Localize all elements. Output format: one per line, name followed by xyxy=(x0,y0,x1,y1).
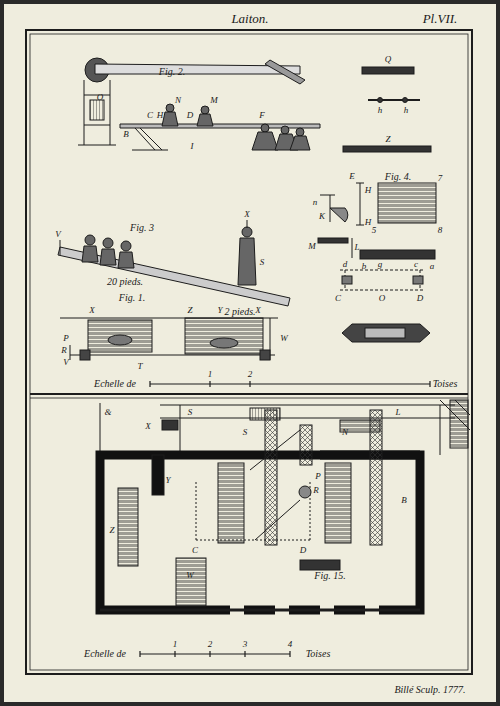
callout-letter: g xyxy=(378,260,383,269)
figure-label: Toises xyxy=(306,649,331,659)
callout-letter: O xyxy=(97,93,104,102)
callout-letter: N xyxy=(175,96,181,105)
callout-letter: R xyxy=(61,346,67,355)
callout-letter: H xyxy=(157,111,164,120)
callout-letter: X xyxy=(145,422,151,431)
callout-letter: T xyxy=(137,362,142,371)
callout-letter: S xyxy=(188,408,193,417)
callout-letter: Z xyxy=(385,135,390,144)
callout-letter: 5 xyxy=(372,226,377,235)
callout-letter: a xyxy=(430,262,435,271)
callout-letter: h xyxy=(404,106,409,115)
callout-letter: X xyxy=(244,210,250,219)
callout-letter: 3 xyxy=(243,640,248,649)
callout-letter: & xyxy=(104,408,111,417)
callout-letter: n xyxy=(313,198,318,207)
callout-letter: Y xyxy=(165,476,170,485)
callout-letter: 7 xyxy=(438,174,443,183)
callout-letter: Z xyxy=(187,306,192,315)
callout-letter: 2 xyxy=(248,370,253,379)
callout-letter: E xyxy=(349,172,355,181)
figure-label: Fig. 15. xyxy=(314,571,345,581)
callout-letter: B xyxy=(401,496,407,505)
callout-letter: 1 xyxy=(173,640,178,649)
figure-label: Billé Sculp. 1777. xyxy=(394,685,465,695)
callout-letter: B xyxy=(123,130,129,139)
callout-letter: D xyxy=(300,546,307,555)
figure-label: Fig. 3 xyxy=(130,223,154,233)
callout-letter: b xyxy=(362,262,367,271)
callout-letter: H xyxy=(365,186,372,195)
callout-letter: O xyxy=(379,294,386,303)
callout-letter: 2 xyxy=(208,640,213,649)
callout-letter: M xyxy=(210,96,218,105)
callout-letter: H xyxy=(365,218,372,227)
callout-letter: V xyxy=(63,358,69,367)
callout-letter: Y xyxy=(217,306,222,315)
callout-letter: W xyxy=(186,571,194,580)
figure-label: 20 pieds. xyxy=(107,277,143,287)
callout-letter: 8 xyxy=(438,226,443,235)
callout-letter: h xyxy=(378,106,383,115)
figure-label: Fig. 2. xyxy=(159,67,185,77)
callout-letter: S xyxy=(243,428,248,437)
figure-label: Fig. 4. xyxy=(385,172,411,182)
plate-title: Laiton. xyxy=(231,12,268,25)
callout-letter: X xyxy=(89,306,95,315)
figure-label: 2 pieds. xyxy=(224,307,255,317)
callout-letter: P xyxy=(315,472,321,481)
callout-letter: L xyxy=(354,243,359,252)
callout-letter: 1 xyxy=(208,370,213,379)
figure-label: Pl.VII. xyxy=(423,12,458,25)
figure-label: Toises xyxy=(433,379,458,389)
callout-letter: I xyxy=(191,142,194,151)
callout-letter: F xyxy=(259,111,265,120)
callout-letter: V xyxy=(55,230,61,239)
callout-letter: W xyxy=(280,334,288,343)
callout-letter: X xyxy=(255,306,261,315)
callout-letter: D xyxy=(417,294,424,303)
callout-letter: P xyxy=(63,334,69,343)
figure-label: Fig. 1. xyxy=(119,293,145,303)
callout-letter: Z xyxy=(109,526,114,535)
callout-letter: K xyxy=(319,212,325,221)
callout-letter: d xyxy=(343,260,348,269)
callout-letter: N xyxy=(342,428,348,437)
callout-letter: C xyxy=(335,294,341,303)
callout-letter: c xyxy=(414,260,418,269)
callout-letter: R xyxy=(313,486,319,495)
callout-letter: D xyxy=(187,111,194,120)
callout-letter: S xyxy=(260,258,265,267)
callout-letter: L xyxy=(395,408,400,417)
callout-letter: C xyxy=(192,546,198,555)
figure-label: Echelle de xyxy=(94,379,136,389)
callout-letter: C xyxy=(147,111,153,120)
figure-label: Echelle de xyxy=(84,649,126,659)
callout-letter: 4 xyxy=(288,640,293,649)
callout-letter: Q xyxy=(385,55,392,64)
callout-letter: M xyxy=(308,242,316,251)
